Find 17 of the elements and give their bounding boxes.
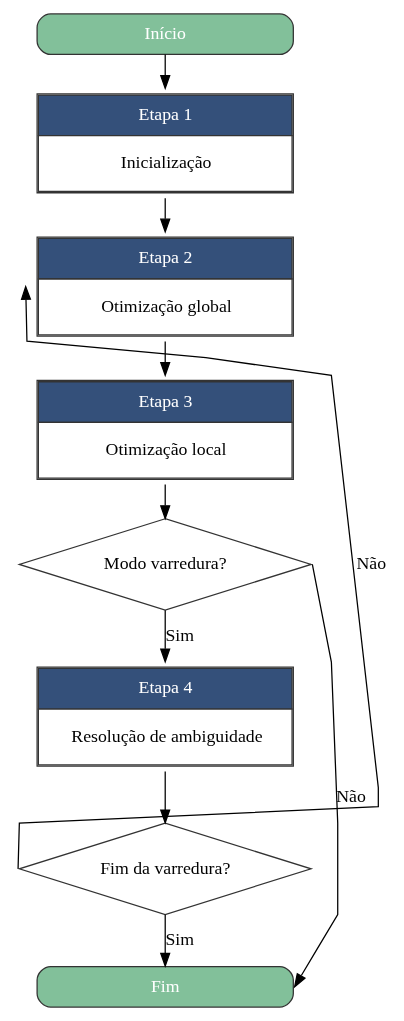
- arrow: [293, 563, 339, 989]
- edge-label: Não: [356, 553, 387, 574]
- arrow: [159, 770, 171, 825]
- node-box: Início: [36, 13, 294, 56]
- node-box: Fim: [36, 965, 294, 1008]
- arrow: [159, 197, 171, 234]
- edge-label: Sim: [165, 624, 195, 645]
- edge-label: Sim: [165, 929, 195, 950]
- arrow: [159, 53, 171, 91]
- node-diamond: Modo varredura?: [17, 518, 314, 611]
- arrow: [159, 483, 171, 521]
- node-diamond: Fim da varredura?: [17, 822, 314, 916]
- arrow: [159, 914, 171, 968]
- edge-label: Não: [336, 785, 366, 806]
- arrow: [159, 340, 171, 378]
- arrow: [17, 284, 379, 870]
- arrow: [159, 609, 171, 664]
